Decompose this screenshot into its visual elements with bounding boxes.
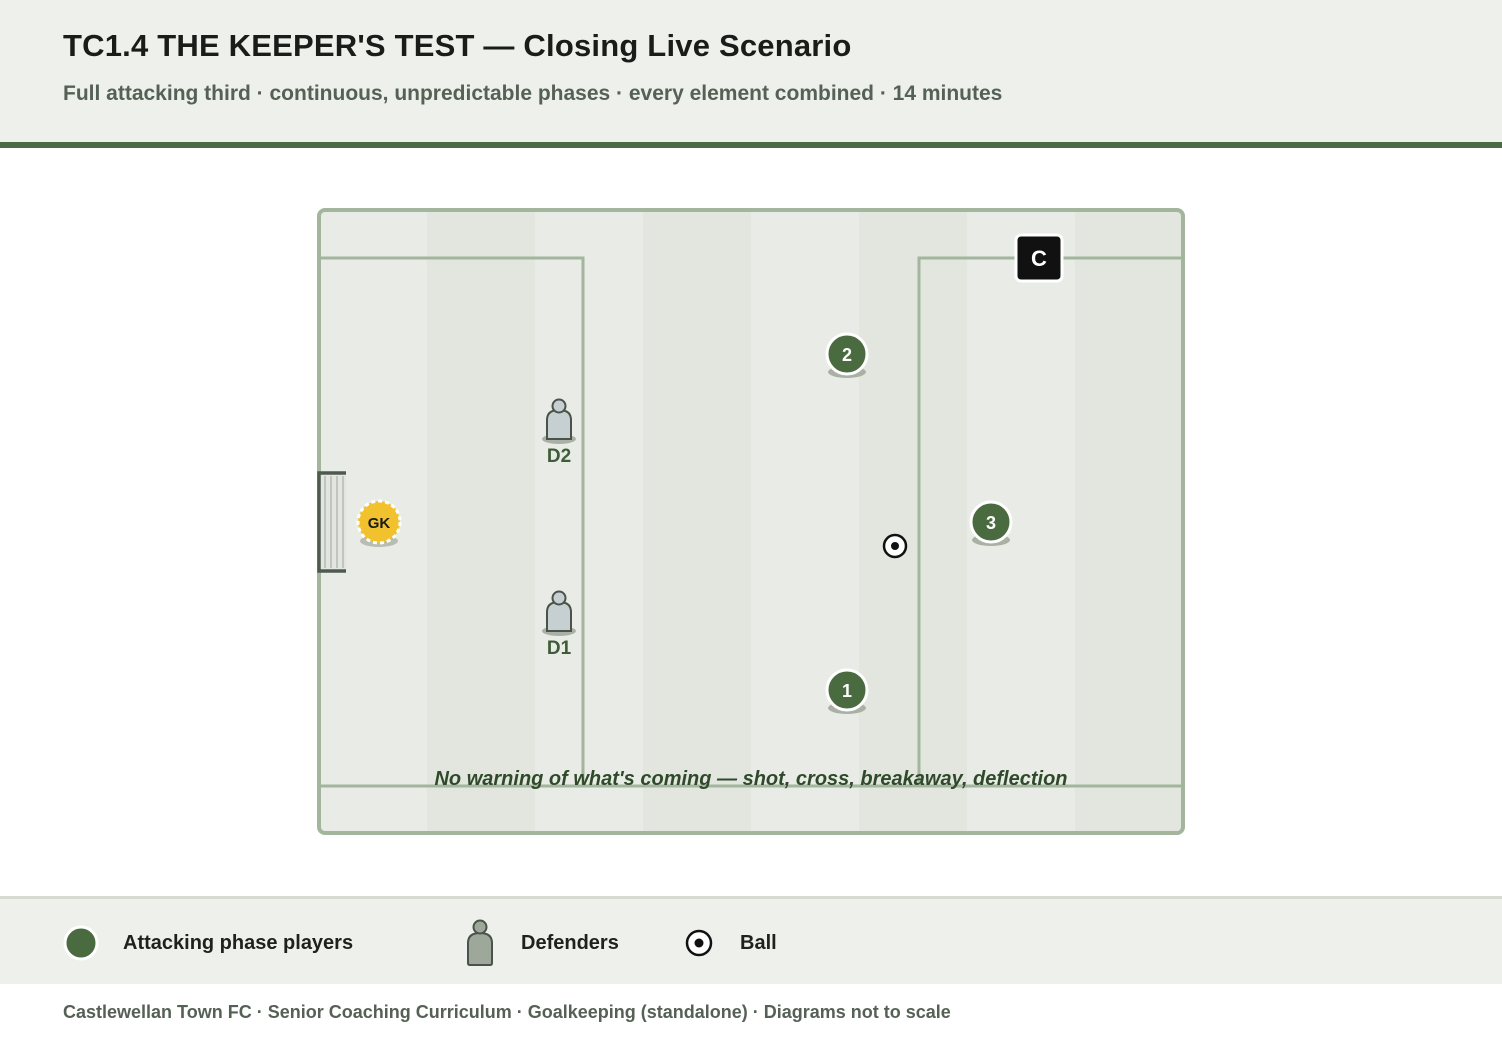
pitch-zone-lines: [319, 256, 1183, 788]
attacker-marker: 1: [825, 668, 869, 714]
goal: [317, 471, 346, 573]
coach-marker: C: [1014, 233, 1064, 283]
attacker-label: 1: [842, 681, 852, 701]
page-title: TC1.4 THE KEEPER'S TEST — Closing Live S…: [63, 28, 852, 63]
legend-label: Attacking phase players: [123, 931, 354, 954]
legend-label: Ball: [740, 931, 777, 954]
ball-marker: [882, 533, 908, 559]
attacker-label: 2: [842, 345, 852, 365]
header: TC1.4 THE KEEPER'S TEST — Closing Live S…: [0, 0, 1502, 148]
defender-marker: D1: [542, 590, 576, 659]
pitch-stripes: [427, 212, 1181, 831]
goalkeeper-marker: GK: [356, 499, 402, 547]
coach-label: C: [1031, 246, 1047, 271]
legend-item-defenders: Defenders: [464, 899, 619, 987]
pitch-diagram: GK D2 D1 2 3 1 C No warni: [317, 208, 1185, 835]
ball-legend-icon: [685, 929, 713, 957]
legend-item-attackers: Attacking phase players: [63, 899, 353, 987]
legend: Attacking phase players Defenders Ball: [0, 896, 1502, 984]
goalkeeper-label: GK: [368, 515, 391, 532]
attacker-marker: 3: [969, 500, 1013, 546]
legend-item-ball: Ball: [684, 899, 777, 987]
page-subtitle: Full attacking third · continuous, unpre…: [63, 82, 1003, 105]
defender-legend-icon: [467, 919, 493, 966]
defender-marker: D2: [542, 398, 576, 467]
defender-label: D1: [547, 638, 572, 659]
attacker-marker: 2: [825, 332, 869, 378]
defender-label: D2: [547, 446, 571, 467]
attacker-legend-icon: [63, 925, 99, 961]
pitch-annotation: No warning of what's coming — shot, cros…: [434, 768, 1067, 790]
footer-text: Castlewellan Town FC · Senior Coaching C…: [63, 1002, 951, 1022]
legend-label: Defenders: [521, 931, 619, 954]
attacker-label: 3: [986, 513, 996, 533]
